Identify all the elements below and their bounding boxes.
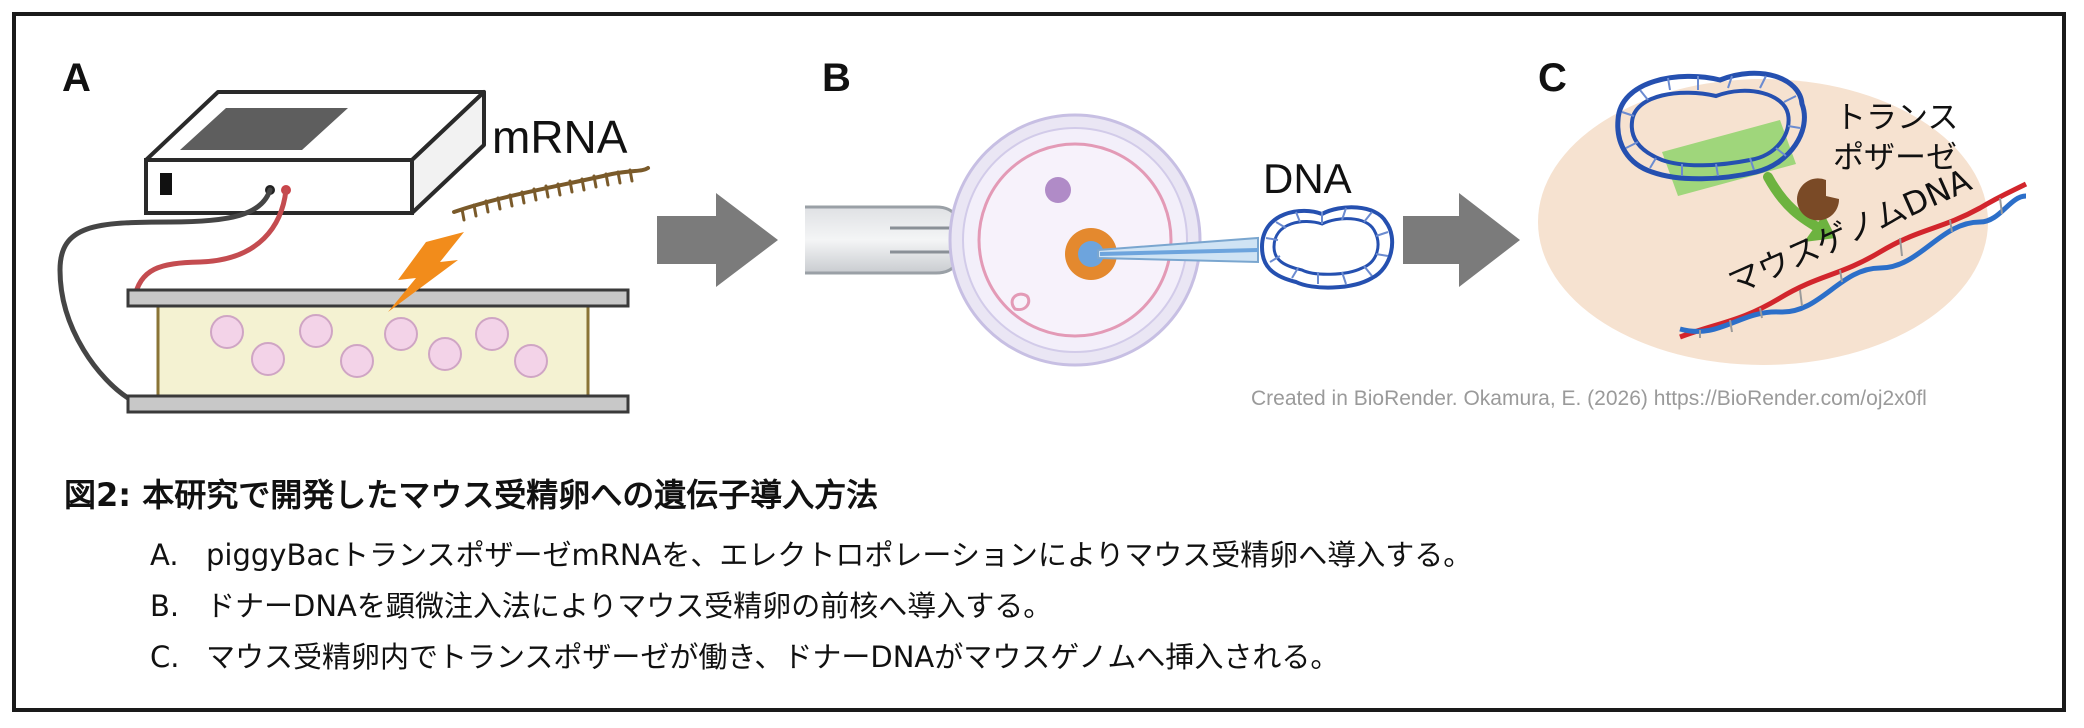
transposase-enzyme-icon <box>1797 178 1840 221</box>
panel-b-letter: B <box>822 56 851 100</box>
figure-caption-title: 図2: 本研究で開発したマウス受精卵への遺伝子導入方法 <box>64 476 879 514</box>
mrna-strand-icon <box>452 166 650 222</box>
panel-c-letter: C <box>1538 56 1567 100</box>
transposon-dna-icon <box>1615 70 1807 196</box>
caption-step: B. ドナーDNAを顕微注入法によりマウス受精卵の前核へ導入する。 <box>150 581 1472 632</box>
electroporator-icon <box>144 90 486 215</box>
caption-steps-list: A. piggyBacトランスポザーゼmRNAを、エレクトロポレーションによりマウ… <box>150 530 1472 683</box>
dna-label: DNA <box>1263 155 1352 202</box>
caption-step: A. piggyBacトランスポザーゼmRNAを、エレクトロポレーションによりマウ… <box>150 530 1472 581</box>
injection-needle-icon <box>1097 236 1259 264</box>
cell-oval <box>1538 79 1988 365</box>
black-electrode-cable <box>57 187 273 401</box>
zygote-icon <box>948 113 1202 367</box>
plasmid-dna-icon <box>1259 205 1395 290</box>
insertion-arrowhead <box>1804 214 1836 242</box>
red-electrode-cable <box>131 187 289 303</box>
mrna-label: mRNA <box>492 111 628 163</box>
electroporation-chamber <box>126 288 630 414</box>
process-arrow-icon <box>1403 193 1520 287</box>
panel-a-letter: A <box>62 56 91 100</box>
step-text: piggyBacトランスポザーゼmRNAを、エレクトロポレーションによりマウス受… <box>206 538 1473 572</box>
figure-frame <box>12 12 2066 712</box>
holding-pipette-icon <box>805 205 962 275</box>
lightning-bolt-icon <box>388 232 464 312</box>
caption-step: C. マウス受精卵内でトランスポザーゼが働き、ドナーDNAがマウスゲノムへ挿入され… <box>150 632 1472 683</box>
transposase-label-line1: トランス <box>1835 100 1959 136</box>
step-key: A. <box>150 538 179 572</box>
step-text: ドナーDNAを顕微注入法によりマウス受精卵の前核へ導入する。 <box>206 589 1053 623</box>
process-arrow-icon <box>657 193 778 287</box>
step-key: C. <box>150 640 180 674</box>
step-text: マウス受精卵内でトランスポザーゼが働き、ドナーDNAがマウスゲノムへ挿入される。 <box>206 640 1340 674</box>
genome-dna-helix-icon <box>1679 181 2028 340</box>
step-key: B. <box>150 589 180 623</box>
biorender-credit: Created in BioRender. Okamura, E. (2026)… <box>1251 387 1927 410</box>
transposase-label-line2: ポザーゼ <box>1833 140 1957 176</box>
